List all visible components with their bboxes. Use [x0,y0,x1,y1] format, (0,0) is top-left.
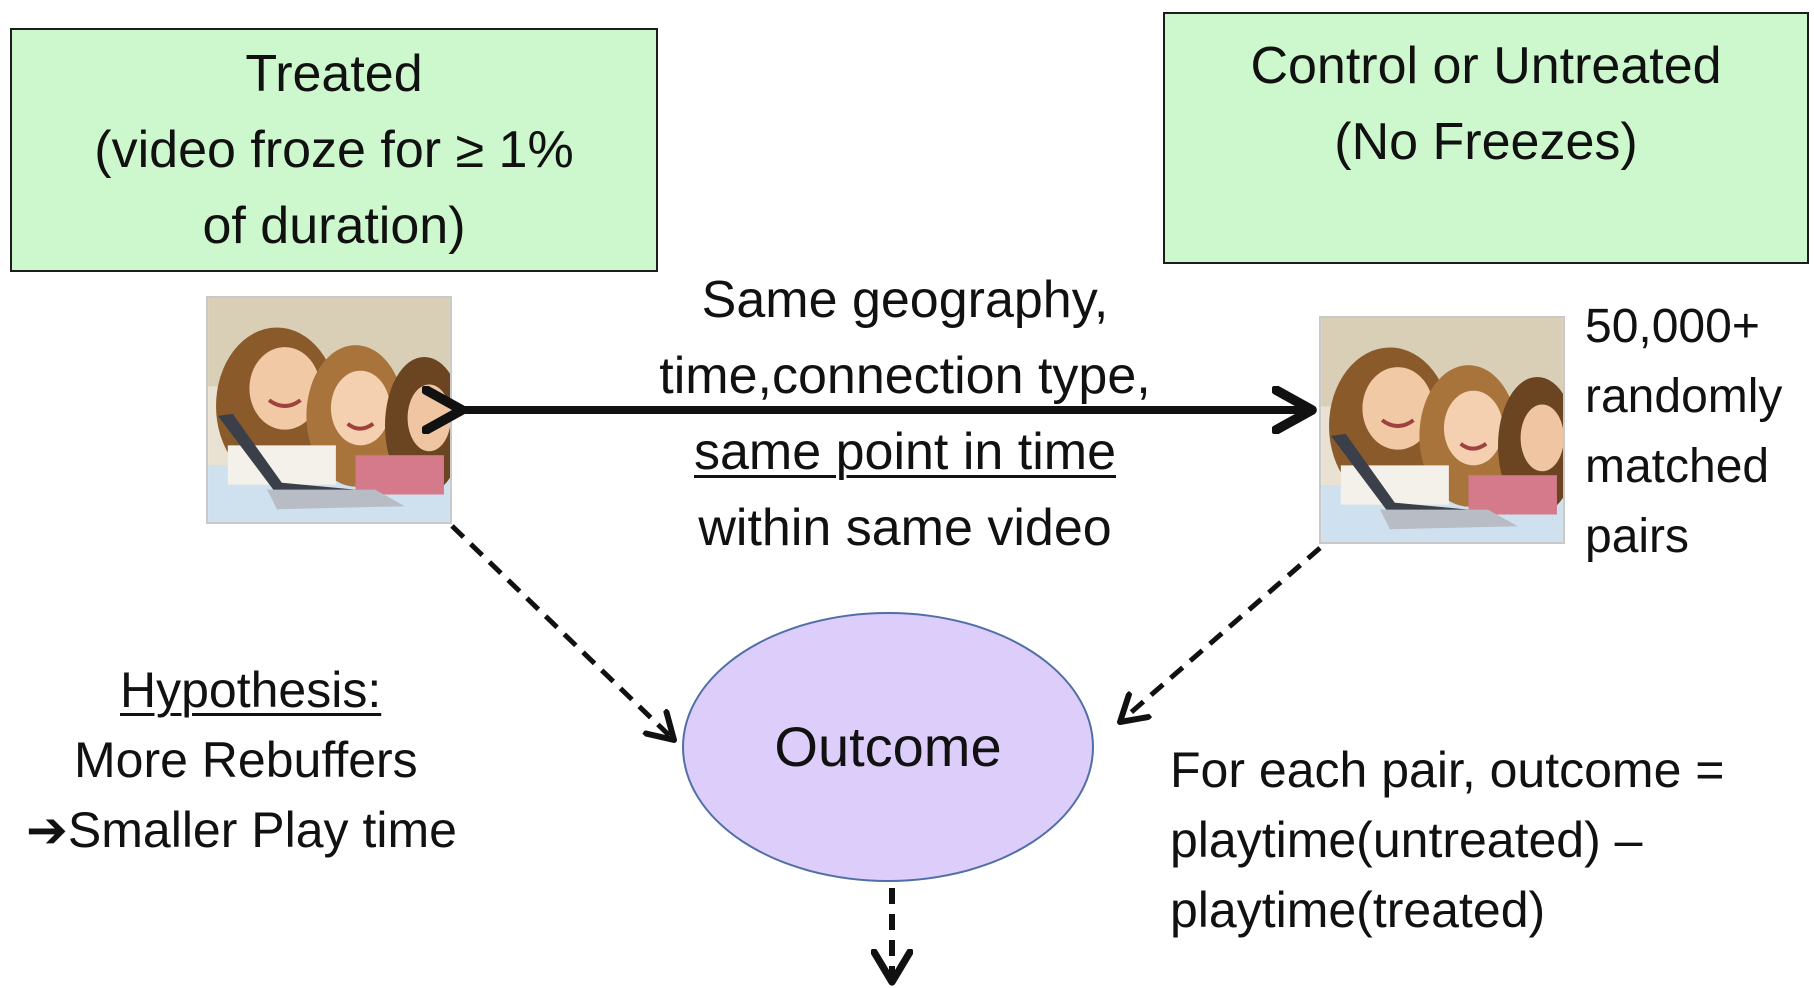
three-girls-with-laptop-photo [208,298,450,522]
hypothesis-effect-text: Smaller Play time [67,802,457,858]
formula-line: For each pair, outcome = [1170,742,1725,798]
treated-condition: (video froze for ≥ 1% [94,121,574,179]
formula-line: playtime(untreated) – [1170,812,1643,868]
matching-criteria-line: within same video [698,499,1112,557]
control-condition: (No Freezes) [1334,113,1638,171]
control-photo [1319,316,1565,544]
pairs-count: 50,000+ [1585,300,1760,353]
pairs-description: randomly [1585,370,1783,423]
treated-title: Treated [245,45,423,103]
right-arrow-icon: ➔ [26,802,68,858]
treated-box: Treated (video froze for ≥ 1% of duratio… [10,28,658,272]
outcome-node [682,612,1094,882]
pairs-description: matched [1585,440,1770,493]
control-box: Control or Untreated (No Freezes) [1163,12,1809,264]
matching-criteria-line: Same geography, [701,271,1109,329]
three-girls-with-laptop-photo [1321,318,1563,542]
formula-line: playtime(treated) [1170,882,1546,938]
hypothesis-cause: More Rebuffers [74,732,418,788]
control-to-outcome-arrow [1120,546,1322,722]
hypothesis-effect: ➔Smaller Play time [26,795,457,865]
pairs-description: pairs [1585,510,1690,563]
outcome-label: Outcome [774,715,1002,778]
treated-photo [206,296,452,524]
control-title: Control or Untreated [1250,37,1722,95]
matching-criteria-line: same point in time [694,423,1116,481]
treated-condition-cont: of duration) [202,197,466,255]
matching-criteria-line: time,connection type, [659,347,1151,405]
hypothesis-title: Hypothesis: [120,662,382,718]
